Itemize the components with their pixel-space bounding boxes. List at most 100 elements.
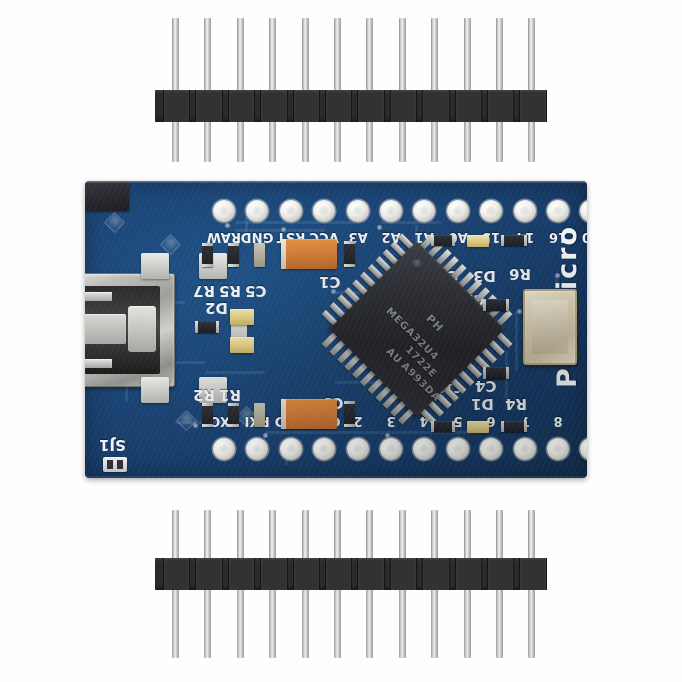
header-pin (204, 590, 212, 658)
pcb-via (281, 227, 286, 232)
pcb-trace (265, 431, 385, 434)
header-pin (269, 590, 277, 658)
pcb-trace (515, 311, 518, 371)
header-body-segment (227, 558, 256, 590)
pin-hole[interactable] (313, 200, 336, 222)
header-body-segment (292, 558, 320, 590)
pin-label-gnd: GND (240, 229, 274, 244)
pcb-trace (205, 371, 265, 374)
header-pin (431, 18, 439, 92)
header-pin (172, 18, 179, 92)
smd-resistor-r7 (202, 243, 213, 267)
pin-hole[interactable] (480, 200, 503, 222)
header-body-segment (389, 558, 418, 590)
smd-resistor-upper (344, 241, 355, 267)
pin-label-8: 8 (553, 413, 563, 428)
pin-hole[interactable] (547, 438, 569, 460)
pin-hole[interactable] (313, 438, 336, 460)
pro-micro-pcb[interactable]: RAWGNDRSTVCCA3A2A1A015141610 TXORXIGNDGN… (85, 181, 587, 478)
pin-hole[interactable] (279, 200, 302, 222)
pin-hole[interactable] (580, 200, 587, 222)
header-pin (204, 510, 212, 560)
refdes-d2: D2 (205, 299, 228, 317)
header-pin (301, 18, 309, 92)
pin-hole[interactable] (346, 200, 369, 222)
pcb-via (385, 433, 390, 438)
smd-resistor-r2 (202, 403, 213, 427)
smd-resistor-lower (344, 401, 355, 427)
usb-shield-tab (85, 292, 112, 301)
bottom-pin-header-strip[interactable] (155, 510, 547, 658)
pin-hole[interactable] (513, 438, 536, 460)
smd-resistor-r6 (501, 235, 527, 246)
header-pin (334, 510, 341, 560)
pin-hole[interactable] (446, 438, 469, 460)
header-pin (204, 122, 212, 162)
sj1-solder-jumper[interactable] (103, 457, 127, 472)
header-pin (301, 122, 309, 162)
header-body-segment (422, 558, 450, 590)
mini-usb-connector[interactable] (85, 273, 175, 387)
header-pin (496, 122, 503, 162)
header-body-segment (325, 90, 353, 122)
pin-hole[interactable] (213, 438, 235, 460)
header-pin (172, 590, 179, 658)
pin-hole[interactable] (480, 438, 503, 460)
header-pin (236, 510, 244, 560)
header-pin (366, 590, 374, 658)
refdes-r1: R1 (219, 386, 241, 404)
pin-hole[interactable] (213, 200, 235, 222)
smd-tantalum-capacitor-lower (281, 399, 337, 429)
pin-hole[interactable] (580, 438, 587, 460)
smd-resistor-top-right-a (431, 235, 455, 246)
pin-hole[interactable] (246, 438, 269, 460)
refdes-r7: R7 (193, 282, 215, 300)
usb-shield-pad (141, 253, 169, 279)
usb-shield-tab (128, 306, 156, 352)
header-pin (496, 590, 503, 658)
smd-resistor-r1 (228, 403, 239, 427)
pcb-top-highlight (85, 181, 587, 183)
pcb-via (331, 289, 336, 294)
pcb-via (193, 423, 198, 428)
pin-hole[interactable] (346, 438, 369, 460)
refdes-r6: R6 (509, 265, 531, 283)
header-pin (366, 122, 374, 162)
pin-hole[interactable] (380, 200, 402, 222)
header-pin (431, 510, 439, 560)
fiducial-mark (103, 211, 126, 234)
pcb-via (263, 433, 268, 438)
header-body-segment (519, 558, 547, 590)
pin-hole[interactable] (413, 200, 436, 222)
header-body-segment (519, 90, 547, 122)
refdes-r5: R5 (219, 282, 241, 300)
pcb-trace (245, 217, 248, 245)
pin-hole[interactable] (513, 200, 536, 222)
pin-hole[interactable] (380, 438, 402, 460)
header-pin (172, 510, 179, 560)
pcb-bottom-highlight (85, 476, 587, 478)
header-pin (528, 122, 536, 162)
top-pin-header-strip[interactable] (155, 10, 547, 162)
smd-led-d3 (467, 235, 489, 247)
header-pin (431, 590, 439, 658)
pin-hole[interactable] (446, 200, 469, 222)
pin-hole[interactable] (246, 200, 269, 222)
pin-hole[interactable] (279, 438, 302, 460)
pcb-trace (235, 229, 325, 232)
header-pin (528, 510, 536, 560)
header-pin (204, 18, 212, 92)
pcb-trace (175, 421, 225, 424)
pcb-trace (385, 431, 475, 434)
refdes-r2: R2 (193, 386, 215, 404)
header-pin (172, 122, 179, 162)
smd-resistor-c2 (483, 299, 509, 311)
pin-hole[interactable] (413, 438, 436, 460)
smd-capacitor-c5-top (254, 243, 265, 267)
pin-hole[interactable] (547, 200, 569, 222)
usb-shield-tab (85, 359, 112, 368)
smd-led-d2 (230, 309, 254, 325)
header-body-segment (260, 90, 288, 122)
header-body-segment (163, 558, 191, 590)
